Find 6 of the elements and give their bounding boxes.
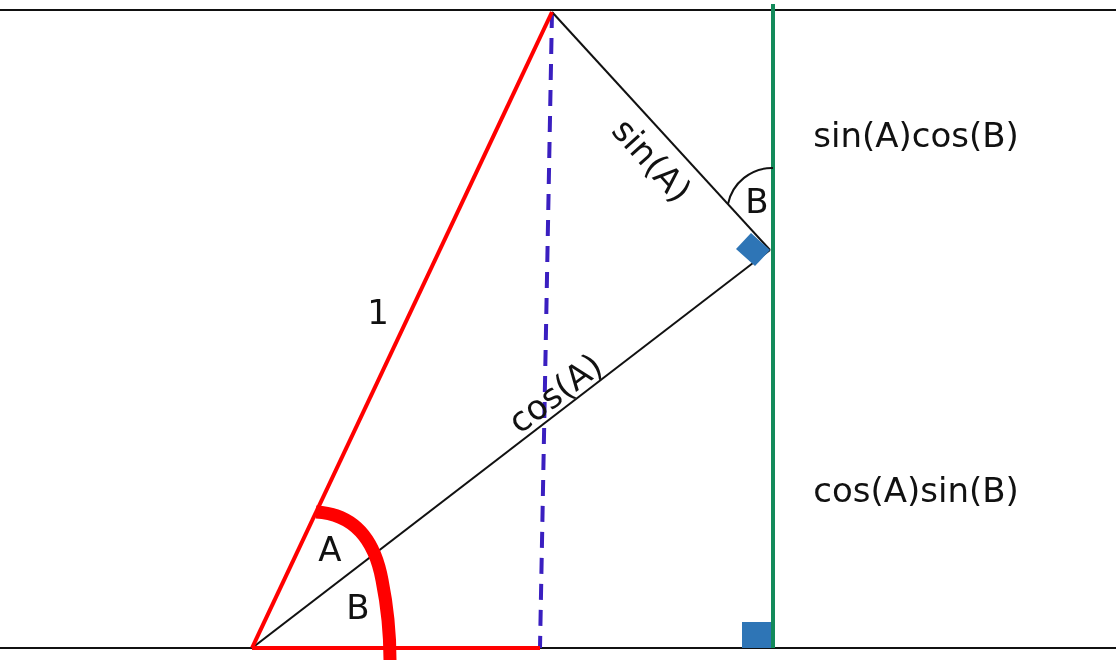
angle-label: A — [318, 532, 342, 566]
length-label: cos(A)sin(B) — [813, 473, 1019, 507]
side-label: 1 — [367, 295, 389, 329]
angle-label: B — [745, 184, 769, 218]
angle-label: B — [346, 590, 370, 624]
length-label: sin(A)cos(B) — [813, 118, 1019, 152]
